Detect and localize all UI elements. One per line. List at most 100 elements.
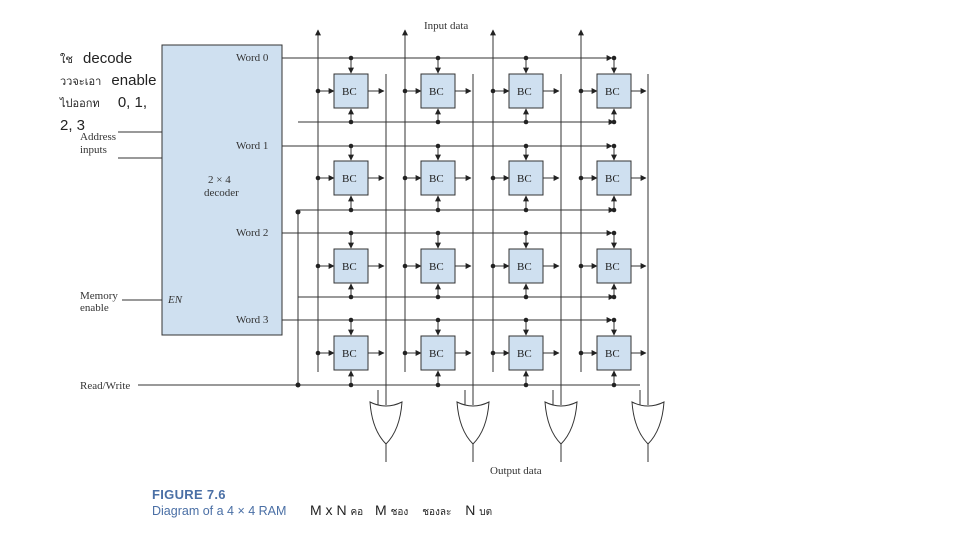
cell-rw-dot	[523, 207, 529, 213]
word-2-label: Word 2	[236, 227, 268, 239]
cell-rw-dot	[611, 207, 617, 213]
output-data-label: Output data	[490, 465, 542, 477]
cell-in-dot	[490, 263, 496, 269]
binary-cell	[420, 248, 456, 284]
binary-cell	[420, 160, 456, 196]
cell-word-dot	[523, 55, 529, 61]
binary-cell-label: BC	[517, 86, 532, 98]
decoder-label-2: decoder	[204, 187, 239, 199]
cell-rw-dot	[348, 119, 354, 125]
binary-cell-label: BC	[342, 86, 357, 98]
input-data-label: Input data	[424, 20, 468, 32]
cell-rw-dot	[611, 382, 617, 388]
read-write-label: Read/Write	[80, 380, 130, 392]
word-0-label: Word 0	[236, 52, 269, 64]
cell-word-dot	[348, 143, 354, 149]
cell-rw-dot	[435, 382, 441, 388]
decoder-block	[161, 44, 283, 336]
or-gate-3	[631, 401, 665, 445]
cell-word-dot	[348, 55, 354, 61]
binary-cell	[420, 335, 456, 371]
cell-in-dot	[578, 175, 584, 181]
binary-cell	[596, 248, 632, 284]
decoder-label-1: 2 × 4	[208, 174, 231, 186]
cell-word-dot	[348, 317, 354, 323]
or-gate-2	[544, 401, 578, 445]
cell-in-dot	[490, 88, 496, 94]
cell-in-dot	[315, 263, 321, 269]
note-line-3: ไปออกท 0, 1,	[60, 94, 147, 111]
binary-cell	[420, 73, 456, 109]
binary-cell	[508, 160, 544, 196]
figure-number: FIGURE 7.6	[152, 487, 226, 502]
word-3-label: Word 3	[236, 314, 269, 326]
binary-cell	[596, 73, 632, 109]
cell-in-dot	[578, 350, 584, 356]
cell-word-dot	[435, 55, 441, 61]
binary-cell	[333, 335, 369, 371]
cell-in-dot	[315, 175, 321, 181]
binary-cell-label: BC	[605, 261, 620, 273]
cell-rw-dot	[523, 294, 529, 300]
binary-cell-label: BC	[429, 173, 444, 185]
note-line-1: ใช decode	[60, 50, 133, 67]
binary-cell	[596, 335, 632, 371]
cell-rw-dot	[348, 382, 354, 388]
cell-rw-dot	[348, 294, 354, 300]
binary-cell	[333, 248, 369, 284]
en-label: EN	[167, 294, 183, 306]
binary-cell-label: BC	[342, 348, 357, 360]
binary-cell-label: BC	[605, 348, 620, 360]
binary-cell	[333, 160, 369, 196]
cell-word-dot	[611, 317, 617, 323]
binary-cell-label: BC	[429, 348, 444, 360]
cell-in-dot	[402, 88, 408, 94]
cell-in-dot	[315, 350, 321, 356]
binary-cell	[508, 335, 544, 371]
binary-cell-label: BC	[342, 261, 357, 273]
cell-word-dot	[435, 143, 441, 149]
figure-caption: Diagram of a 4 × 4 RAM	[152, 504, 287, 518]
cell-word-dot	[611, 230, 617, 236]
cell-rw-dot	[435, 294, 441, 300]
binary-cell	[508, 248, 544, 284]
binary-cell-label: BC	[429, 261, 444, 273]
note-line-4: 2, 3	[60, 117, 86, 134]
cell-in-dot	[402, 350, 408, 356]
cell-rw-dot	[435, 207, 441, 213]
cell-in-dot	[578, 88, 584, 94]
binary-cell	[333, 73, 369, 109]
cell-rw-dot	[435, 119, 441, 125]
cell-in-dot	[490, 175, 496, 181]
cell-word-dot	[523, 317, 529, 323]
binary-cell-label: BC	[517, 348, 532, 360]
cell-word-dot	[611, 143, 617, 149]
binary-cell-label: BC	[517, 261, 532, 273]
cell-word-dot	[611, 55, 617, 61]
cell-rw-dot	[523, 382, 529, 388]
cell-rw-dot	[523, 119, 529, 125]
or-gate-1	[456, 401, 490, 445]
word-1-label: Word 1	[236, 140, 268, 152]
cell-in-dot	[490, 350, 496, 356]
cell-word-dot	[435, 317, 441, 323]
or-gate-0	[369, 401, 403, 445]
binary-cell-label: BC	[429, 86, 444, 98]
cell-in-dot	[402, 263, 408, 269]
cell-word-dot	[435, 230, 441, 236]
cell-in-dot	[578, 263, 584, 269]
cell-word-dot	[523, 143, 529, 149]
binary-cell-label: BC	[517, 173, 532, 185]
cell-in-dot	[402, 175, 408, 181]
binary-cell-label: BC	[605, 173, 620, 185]
cell-rw-dot	[611, 119, 617, 125]
cell-rw-dot	[611, 294, 617, 300]
binary-cell	[596, 160, 632, 196]
cell-word-dot	[348, 230, 354, 236]
cell-in-dot	[315, 88, 321, 94]
note-line-2: ววจะเอา enable	[60, 72, 157, 89]
cell-rw-dot	[348, 207, 354, 213]
